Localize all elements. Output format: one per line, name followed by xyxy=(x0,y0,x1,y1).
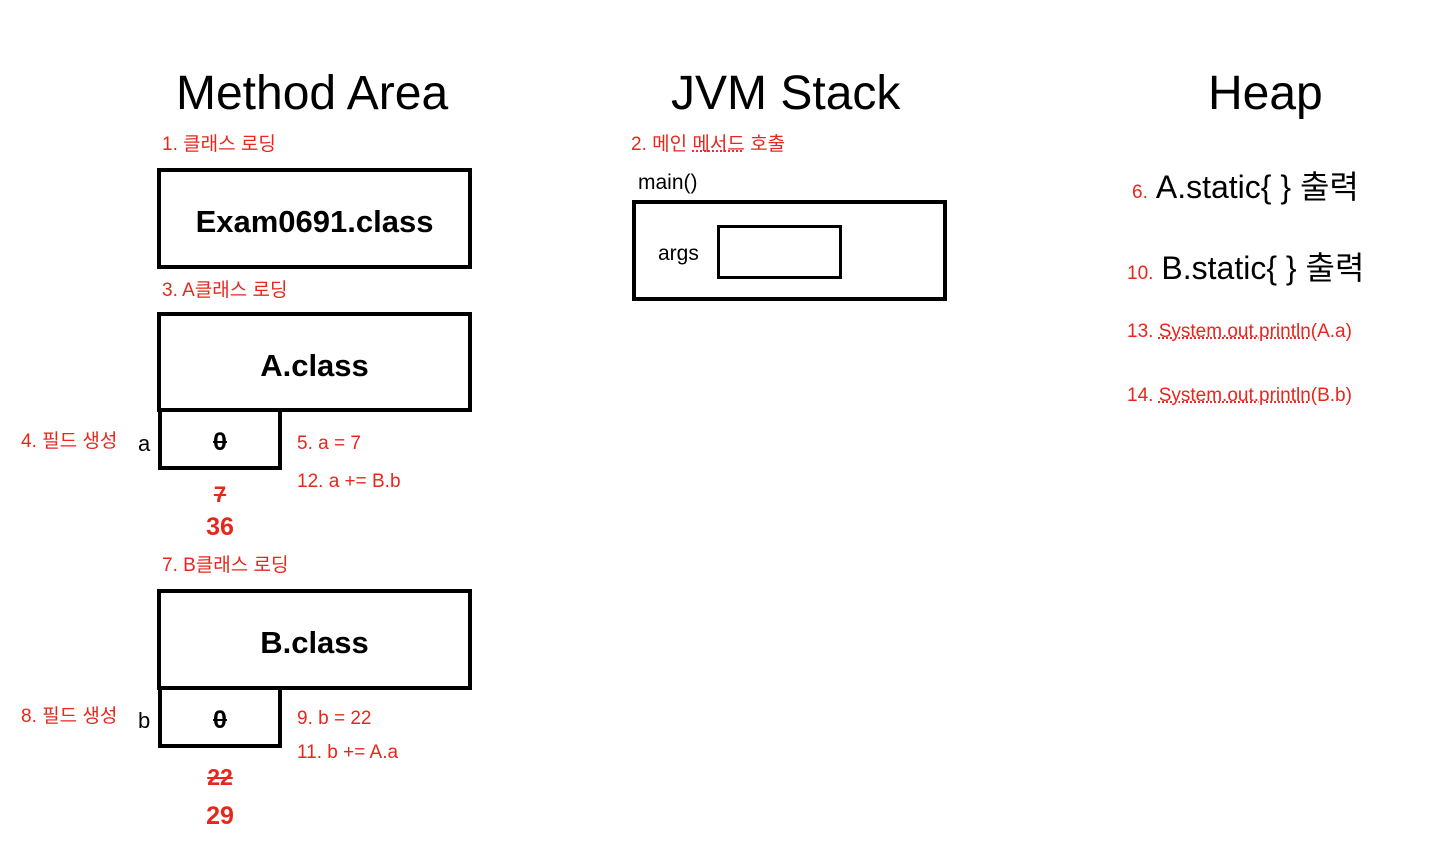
heap-output-a-static: 6. A.static{ } 출력 xyxy=(1132,162,1359,208)
step-a-class-loading: 3. A클래스 로딩 xyxy=(162,280,288,301)
exam-class-box: Exam0691.class xyxy=(157,168,472,269)
b-field-name: b xyxy=(138,708,151,733)
step-a-assign: 5. a = 7 xyxy=(297,433,361,454)
main-frame-label: main() xyxy=(638,171,698,194)
step-a-add: 12. a += B.b xyxy=(297,471,401,492)
b-field-box: 0 xyxy=(158,686,282,748)
exam-class-label: Exam0691.class xyxy=(195,204,434,239)
step-a-field-create: 4. 필드 생성 xyxy=(21,431,118,452)
step-6-text: A.static{ } 출력 xyxy=(1155,169,1359,205)
b-class-label: B.class xyxy=(260,625,369,660)
a-field-name: a xyxy=(138,431,151,456)
a-class-box: A.class xyxy=(157,312,472,412)
b-value-initial: 0 xyxy=(213,706,227,734)
step-main-call-prefix: 2. 메인 xyxy=(631,134,693,155)
heap-output-b-static: 10. B.static{ } 출력 xyxy=(1127,243,1364,289)
step-b-assign: 9. b = 22 xyxy=(297,708,372,729)
step-13-call: System.out.println xyxy=(1158,321,1311,342)
step-14-suffix: (B.b) xyxy=(1310,385,1352,406)
args-slot xyxy=(717,225,842,279)
main-stack-frame: args xyxy=(632,200,947,301)
heap-print-a: 13. System.out.println(A.a) xyxy=(1127,322,1352,341)
b-class-box: B.class xyxy=(157,589,472,690)
a-field-box: 0 xyxy=(158,408,282,470)
step-13-prefix: 13. xyxy=(1127,321,1159,342)
heap-title: Heap xyxy=(1208,67,1323,120)
step-class-loading: 1. 클래스 로딩 xyxy=(162,134,276,155)
step-b-field-create: 8. 필드 생성 xyxy=(21,706,118,727)
step-6-number: 6. xyxy=(1132,182,1148,203)
step-b-add: 11. b += A.a xyxy=(297,742,399,763)
a-value-new: 36 xyxy=(206,513,234,541)
a-value-old: 7 xyxy=(213,482,227,507)
step-14-prefix: 14. xyxy=(1127,385,1159,406)
a-class-label: A.class xyxy=(260,348,369,383)
step-main-call-suffix: 호출 xyxy=(744,134,786,155)
heap-print-b: 14. System.out.println(B.b) xyxy=(1127,386,1352,405)
step-14-call: System.out.println xyxy=(1158,385,1311,406)
args-label: args xyxy=(658,242,699,265)
step-main-call: 2. 메인 메서드 호출 xyxy=(631,135,785,154)
method-area-title: Method Area xyxy=(176,67,449,120)
step-main-call-method: 메서드 xyxy=(692,134,745,155)
b-value-new: 29 xyxy=(206,802,234,830)
jvm-stack-title: JVM Stack xyxy=(671,67,901,120)
step-13-suffix: (A.a) xyxy=(1310,321,1352,342)
step-b-class-loading: 7. B클래스 로딩 xyxy=(162,555,289,576)
b-value-old: 22 xyxy=(207,764,233,790)
a-value-initial: 0 xyxy=(213,428,227,456)
step-10-number: 10. xyxy=(1127,263,1154,284)
step-10-text: B.static{ } 출력 xyxy=(1161,250,1365,286)
